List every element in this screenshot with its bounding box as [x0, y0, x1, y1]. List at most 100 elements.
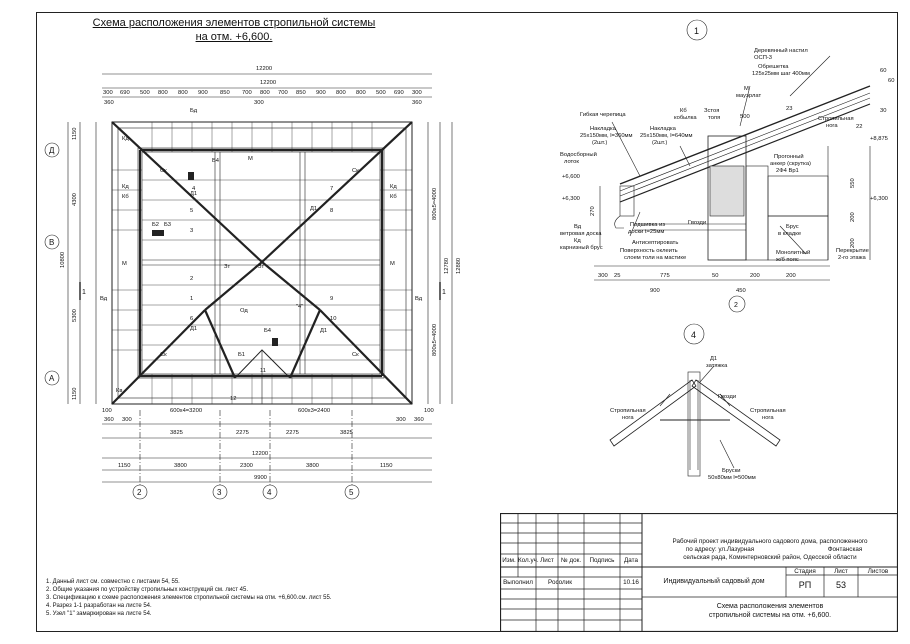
label-vd-right: Вд: [415, 296, 423, 302]
stage-value: РП: [798, 580, 812, 590]
node1-c23: карнизный брус: [560, 244, 603, 251]
rafter-num-8a: 8: [330, 208, 333, 214]
dim-bot-2: 300: [122, 417, 132, 423]
rafter-num-7a: 7: [330, 186, 333, 192]
node1-ds2: 22: [856, 124, 862, 130]
dim-top-small-1: 360: [104, 100, 114, 106]
node1-c24: Подшивка из: [630, 222, 665, 228]
dim-top-total: 12200: [256, 66, 272, 72]
label-u4: "4": [296, 304, 303, 310]
axis-a: А: [49, 374, 55, 383]
node1-c13: (2шт.): [592, 140, 607, 146]
sign-date: 10.16: [623, 579, 639, 586]
hdr-doc: № док.: [560, 557, 582, 564]
label-bd-top: Бд: [190, 108, 198, 114]
node1-c40: нога: [826, 123, 838, 129]
dim-right-3: 800x5=4000: [432, 324, 438, 356]
dim-top-12: 900: [316, 90, 326, 96]
node1-c5: мауэрлат: [736, 93, 761, 99]
node4-c0: Д1: [710, 356, 717, 362]
node1-db5: 200: [786, 273, 796, 279]
dim-top-9: 800: [260, 90, 270, 96]
dim-bot-8: 360: [414, 417, 424, 423]
dim-top-16: 690: [394, 90, 404, 96]
node1-c34: Перекрытие: [836, 248, 869, 254]
node1-dr1: 200: [850, 212, 856, 222]
node4-number: 4: [691, 330, 696, 340]
dim-top-small-3: 360: [412, 100, 422, 106]
dim-top-11: 850: [296, 90, 306, 96]
dim-bot-3: 3825: [170, 430, 183, 436]
node1-c26: Гвозди: [688, 220, 706, 226]
node1-c0: Деревянный настил: [754, 47, 808, 54]
sheet-title: Схема расположения элементов стропильной…: [92, 16, 376, 44]
node1-c43: +6,300: [870, 196, 888, 202]
node1-c22: Кд: [574, 238, 581, 244]
dim-bot3-4: 3800: [306, 463, 319, 469]
node1-c17: Водосборный: [560, 151, 597, 158]
node1-c2: Обрешетка: [758, 64, 789, 70]
rafter-num-4a: 4: [192, 186, 196, 192]
node1-c15: 25х150мм, l=640мм: [640, 133, 693, 139]
node1-c3: 125х25мм шаг 400мм: [752, 71, 810, 77]
rafter-num-2a: 2: [190, 276, 193, 282]
node1-dr2: 200: [850, 238, 856, 248]
node1-dr3: 270: [590, 206, 596, 216]
node1-c35: 2-го этажа: [838, 255, 866, 261]
dim-bot-5: 2275: [286, 430, 299, 436]
rafter-num-11a: 11: [260, 368, 266, 374]
dim-bot2-4: 600x3=2400: [298, 408, 330, 414]
label-d1-1: Д1: [190, 191, 197, 197]
node1-c25: доски t=25мм: [628, 229, 664, 235]
label-b2: Б2: [152, 222, 159, 228]
rafter-num-9a: 9: [330, 296, 333, 302]
axis-2: 2: [137, 488, 142, 497]
dim-bot-7: 300: [396, 417, 406, 423]
sheet-value: 53: [835, 580, 846, 590]
label-d1-3: Д1: [190, 326, 197, 332]
node1-ds1: 23: [786, 106, 792, 112]
dim-top-4: 800: [158, 90, 168, 96]
node1-db2-0: 900: [650, 288, 660, 294]
node1-c21: ветровая доска: [560, 231, 602, 237]
rafter-num-5a: 5: [190, 208, 193, 214]
node1-c41: +8,875: [870, 136, 888, 142]
dim-bot-6: 3825: [340, 430, 353, 436]
node1-c16: (2шт.): [652, 140, 667, 146]
label-m-top: М: [248, 156, 253, 162]
dim-top-5: 800: [178, 90, 188, 96]
label-kd-left: Кд: [122, 136, 129, 142]
node1-c33: ж/б пояс: [776, 257, 799, 263]
node1-c42: +6,300: [562, 196, 580, 202]
node1-c32: Монолитный: [776, 249, 810, 256]
dim-top-10: 700: [278, 90, 288, 96]
node1-ref: 2: [734, 302, 738, 309]
project-description: Рабочий проект индивидуального садового …: [672, 538, 868, 545]
node1-ds0: 500: [740, 114, 750, 120]
axis-d: Д: [49, 146, 55, 155]
dim-left-4: 1150: [72, 388, 78, 400]
sheets-header: Листов: [867, 568, 889, 575]
dim-right-2: 800x5=4000: [432, 188, 438, 220]
node4-c1: затяжка: [706, 363, 728, 369]
node4-c3: Стропильная: [610, 408, 646, 414]
project-address2: сельская рада, Коминтерновский район, Од…: [683, 554, 857, 561]
node1-c4: М: [744, 86, 749, 92]
node1-ds3: 30: [880, 108, 886, 114]
dim-top-2: 690: [120, 90, 130, 96]
section-mark-left: 1: [82, 289, 86, 296]
label-b4-2: Б4: [264, 328, 272, 334]
label-kv: Кв: [116, 388, 122, 394]
node1-db2: 775: [660, 273, 670, 279]
node1-db2-1: 450: [736, 288, 746, 294]
hdr-sign: Подпись: [589, 557, 615, 564]
dim-bot3-5: 1150: [380, 463, 392, 469]
sheet-header: Лист: [834, 568, 848, 575]
rafter-num-3a: 3: [190, 228, 193, 234]
dim-bot-total2: 9900: [254, 475, 267, 481]
dim-bot-4: 2275: [236, 430, 249, 436]
node1-c8: Зстоя: [704, 108, 719, 114]
node1-c20: Вд: [574, 224, 582, 230]
label-kd-right: Кд: [390, 184, 397, 190]
dim-bot2-2: 600x4=3200: [170, 408, 202, 414]
